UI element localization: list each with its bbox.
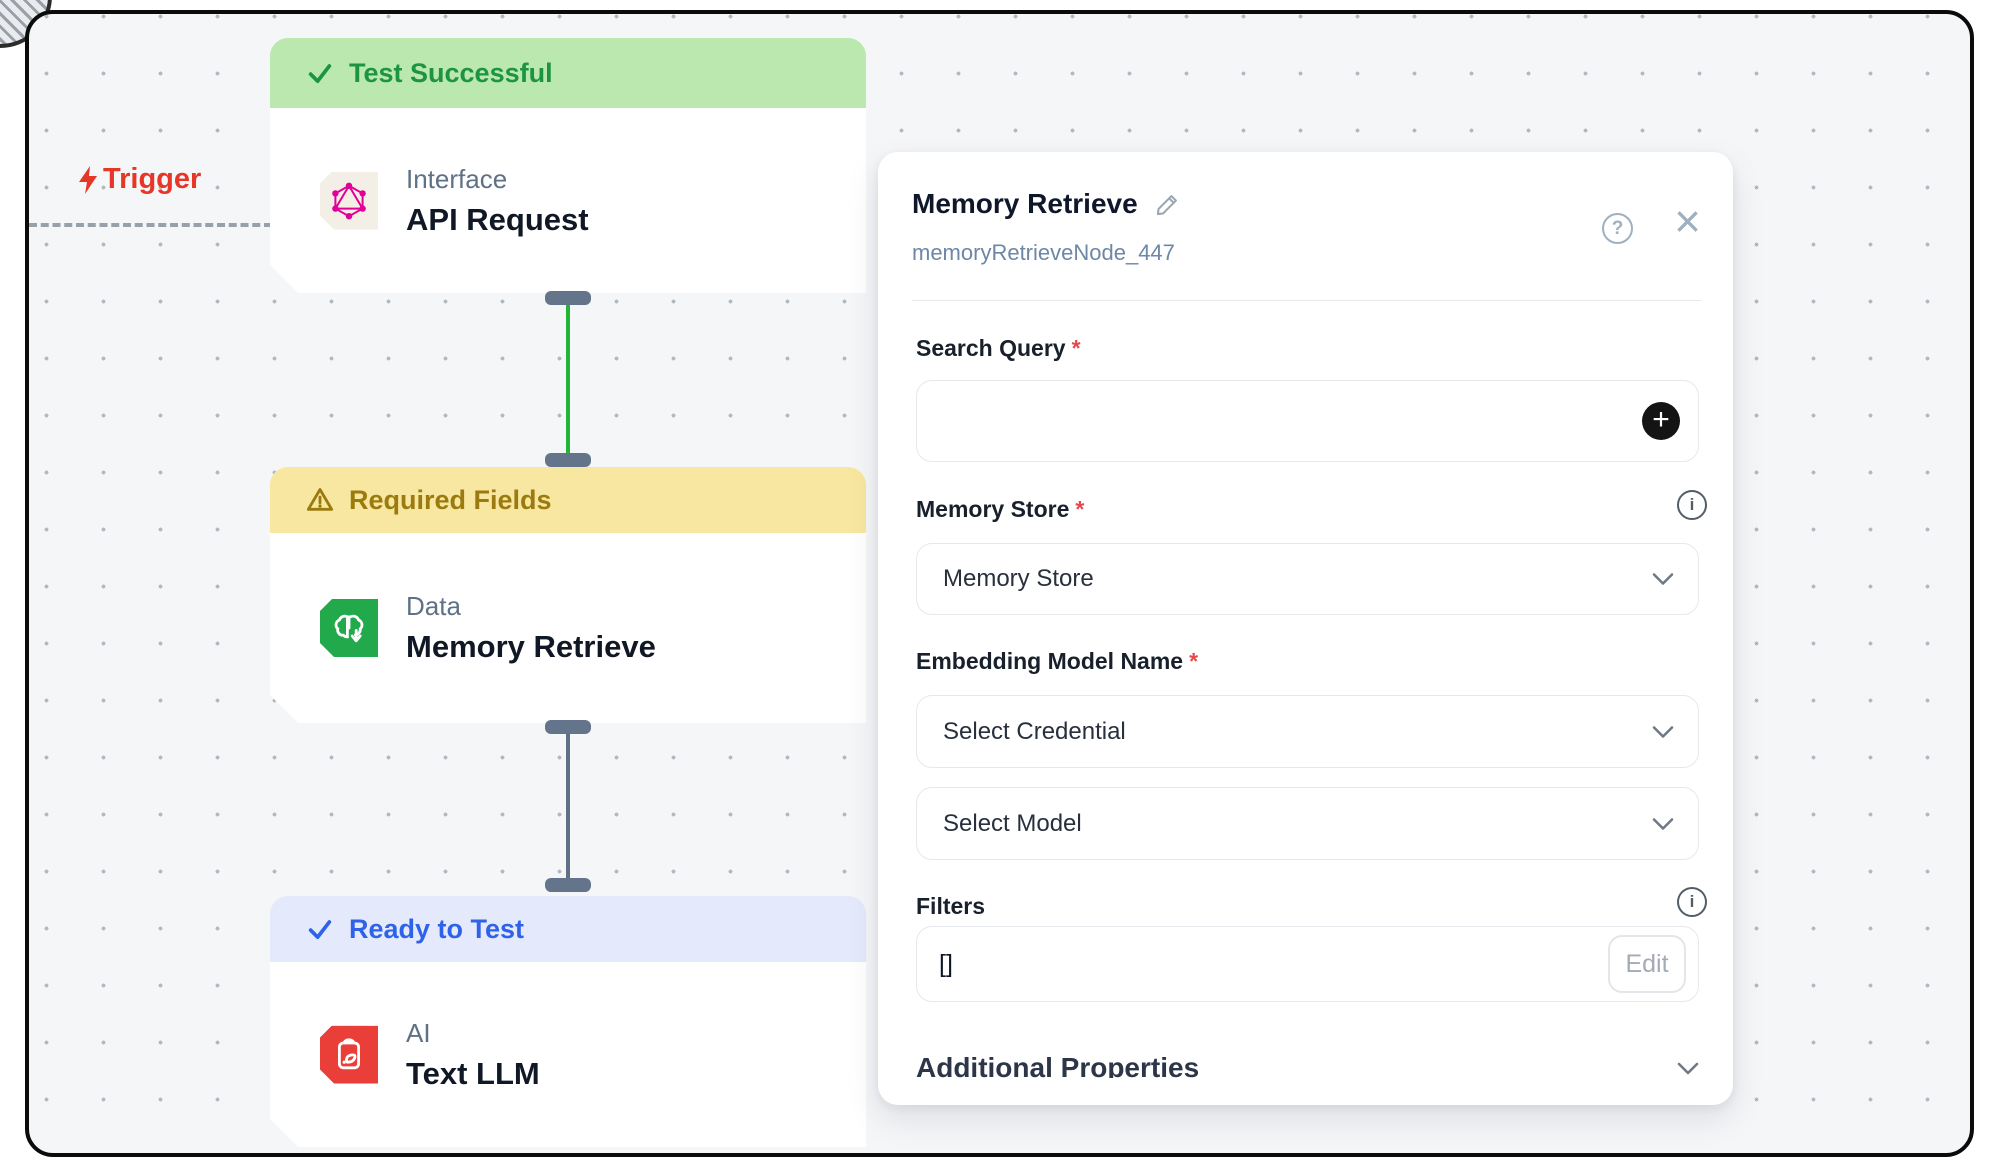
search-query-input[interactable] — [917, 381, 1698, 461]
divider — [912, 300, 1701, 301]
api-request-output-handle[interactable] — [545, 291, 591, 305]
memory-store-label: Memory Store* — [916, 496, 1085, 522]
edge-memory-to-llm — [566, 732, 570, 882]
embedding-model-label: Embedding Model Name* — [916, 648, 1199, 674]
model-select[interactable]: Select Model — [916, 787, 1699, 860]
required-asterisk: * — [1189, 648, 1199, 674]
check-icon — [308, 920, 332, 940]
check-icon — [308, 64, 332, 84]
node-card[interactable]: Interface API Request — [270, 108, 866, 293]
status-banner-success: Test Successful — [270, 38, 866, 108]
warning-icon — [306, 488, 334, 511]
memory-retrieve-output-handle[interactable] — [545, 720, 591, 734]
trigger-text: Trigger — [103, 163, 202, 195]
node-title: Memory Retrieve — [406, 629, 656, 664]
credential-value: Select Credential — [943, 717, 1126, 745]
filters-field: [] Edit — [916, 926, 1699, 1002]
node-category: Interface — [406, 163, 508, 194]
model-value: Select Model — [943, 809, 1082, 837]
lightning-bolt-icon — [79, 165, 97, 194]
node-text-llm[interactable]: Ready to Test AI Text LLM — [270, 896, 866, 1147]
node-memory-retrieve[interactable]: Required Fields — [270, 467, 866, 723]
flow-builder-window: Trigger Test Successful — [25, 10, 1974, 1157]
edge-api-to-memory — [566, 302, 570, 457]
additional-properties-section[interactable]: Additional Properties — [916, 1052, 1699, 1078]
text-llm-input-handle[interactable] — [545, 878, 591, 892]
status-text: Ready to Test — [349, 913, 525, 944]
edit-title-icon[interactable] — [1154, 191, 1181, 218]
node-api-request[interactable]: Test Successful — [270, 38, 866, 293]
status-text: Test Successful — [349, 57, 553, 88]
additional-properties-label: Additional Properties — [916, 1052, 1200, 1078]
status-banner-warning: Required Fields — [270, 467, 866, 533]
chevron-down-icon — [1652, 725, 1674, 738]
clipboard-pen-icon — [320, 1026, 378, 1084]
node-id: memoryRetrieveNode_447 — [912, 240, 1175, 265]
panel-title: Memory Retrieve — [912, 188, 1138, 219]
chevron-down-icon — [1652, 573, 1674, 586]
node-category: AI — [406, 1017, 431, 1048]
memory-retrieve-input-handle[interactable] — [545, 453, 591, 467]
node-card-selected[interactable]: Data Memory Retrieve — [270, 533, 866, 723]
brain-download-icon — [320, 599, 378, 657]
add-variable-button[interactable]: + — [1642, 402, 1680, 440]
memory-store-value: Memory Store — [943, 565, 1094, 592]
trigger-label: Trigger — [75, 163, 201, 196]
graphql-icon — [320, 172, 378, 230]
filters-value: [] — [939, 949, 953, 978]
search-query-label: Search Query* — [916, 335, 1081, 361]
status-banner-ready: Ready to Test — [270, 896, 866, 962]
help-icon[interactable]: ? — [1602, 213, 1633, 244]
credential-select[interactable]: Select Credential — [916, 695, 1699, 768]
status-text: Required Fields — [349, 484, 552, 515]
filters-label: Filters — [916, 893, 986, 919]
node-config-panel: Memory Retrieve ? × memoryRetrieveNode_4… — [878, 152, 1733, 1105]
trigger-dashed-edge — [29, 223, 272, 227]
info-icon[interactable]: i — [1677, 887, 1707, 917]
edit-filters-button[interactable]: Edit — [1608, 935, 1686, 993]
chevron-down-icon — [1677, 1062, 1699, 1075]
search-query-field: + — [916, 380, 1699, 462]
info-icon[interactable]: i — [1677, 490, 1707, 520]
node-category: Data — [406, 591, 461, 621]
chevron-down-icon — [1652, 817, 1674, 830]
node-title: API Request — [406, 201, 589, 237]
required-asterisk: * — [1075, 496, 1085, 522]
node-card[interactable]: AI Text LLM — [270, 962, 866, 1147]
node-title: Text LLM — [406, 1055, 540, 1091]
close-icon[interactable]: × — [1674, 195, 1701, 247]
memory-store-select[interactable]: Memory Store — [916, 543, 1699, 615]
panel-scroll-area[interactable]: Memory Retrieve ? × memoryRetrieveNode_4… — [878, 152, 1733, 1078]
required-asterisk: * — [1071, 335, 1081, 361]
